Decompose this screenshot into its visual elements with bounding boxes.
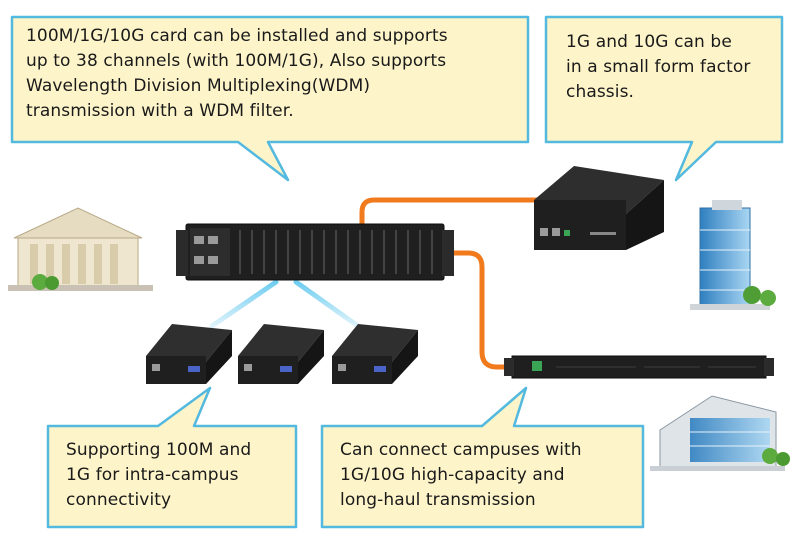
callout-line: 100M/1G/10G card can be installed and su…: [26, 26, 448, 46]
callout-bottom-left: [46, 386, 298, 529]
media-converter-2: [238, 324, 324, 384]
callout-line: long-haul transmission: [340, 490, 536, 510]
intra-campus-links: [209, 279, 361, 329]
campus-building-left-icon: [8, 207, 153, 291]
campus-building-right-top-icon: [690, 200, 776, 310]
main-chassis-device: [176, 223, 454, 281]
media-converter-1: [146, 324, 232, 384]
callout-line: connectivity: [66, 490, 172, 510]
callout-line: Can connect campuses with: [340, 440, 582, 460]
callout-bottom-left-text: Supporting 100M and 1G for intra-campus …: [66, 438, 251, 513]
callout-line: 1G/10G high-capacity and: [340, 465, 565, 485]
callout-top-left: [10, 15, 530, 182]
callout-top-left-text: 100M/1G/10G card can be installed and su…: [26, 24, 448, 124]
campus-building-right-bottom-icon: [650, 395, 790, 471]
callout-line: in a small form factor: [566, 57, 751, 77]
callout-top-right-text: 1G and 10G can be in a small form factor…: [566, 30, 750, 105]
callout-line: chassis.: [566, 82, 635, 102]
media-converter-3: [332, 324, 418, 384]
fiber-link-to-rack-unit: [449, 250, 515, 370]
fiber-link-to-small-chassis: [359, 197, 547, 229]
small-chassis-device: [534, 166, 664, 250]
callout-bottom-right-text: Can connect campuses with 1G/10G high-ca…: [340, 438, 582, 513]
callout-bottom-right: [320, 386, 645, 529]
callout-line: 1G for intra-campus: [66, 465, 239, 485]
callout-line: transmission with a WDM filter.: [26, 101, 294, 121]
rack-unit-device: [504, 355, 774, 379]
callout-line: 1G and 10G can be: [566, 32, 732, 52]
callout-line: Supporting 100M and: [66, 440, 252, 460]
callout-line: up to 38 channels (with 100M/1G), Also s…: [26, 51, 447, 71]
callout-top-right: [544, 15, 784, 182]
callout-line: Wavelength Division Multiplexing(WDM): [26, 76, 371, 96]
